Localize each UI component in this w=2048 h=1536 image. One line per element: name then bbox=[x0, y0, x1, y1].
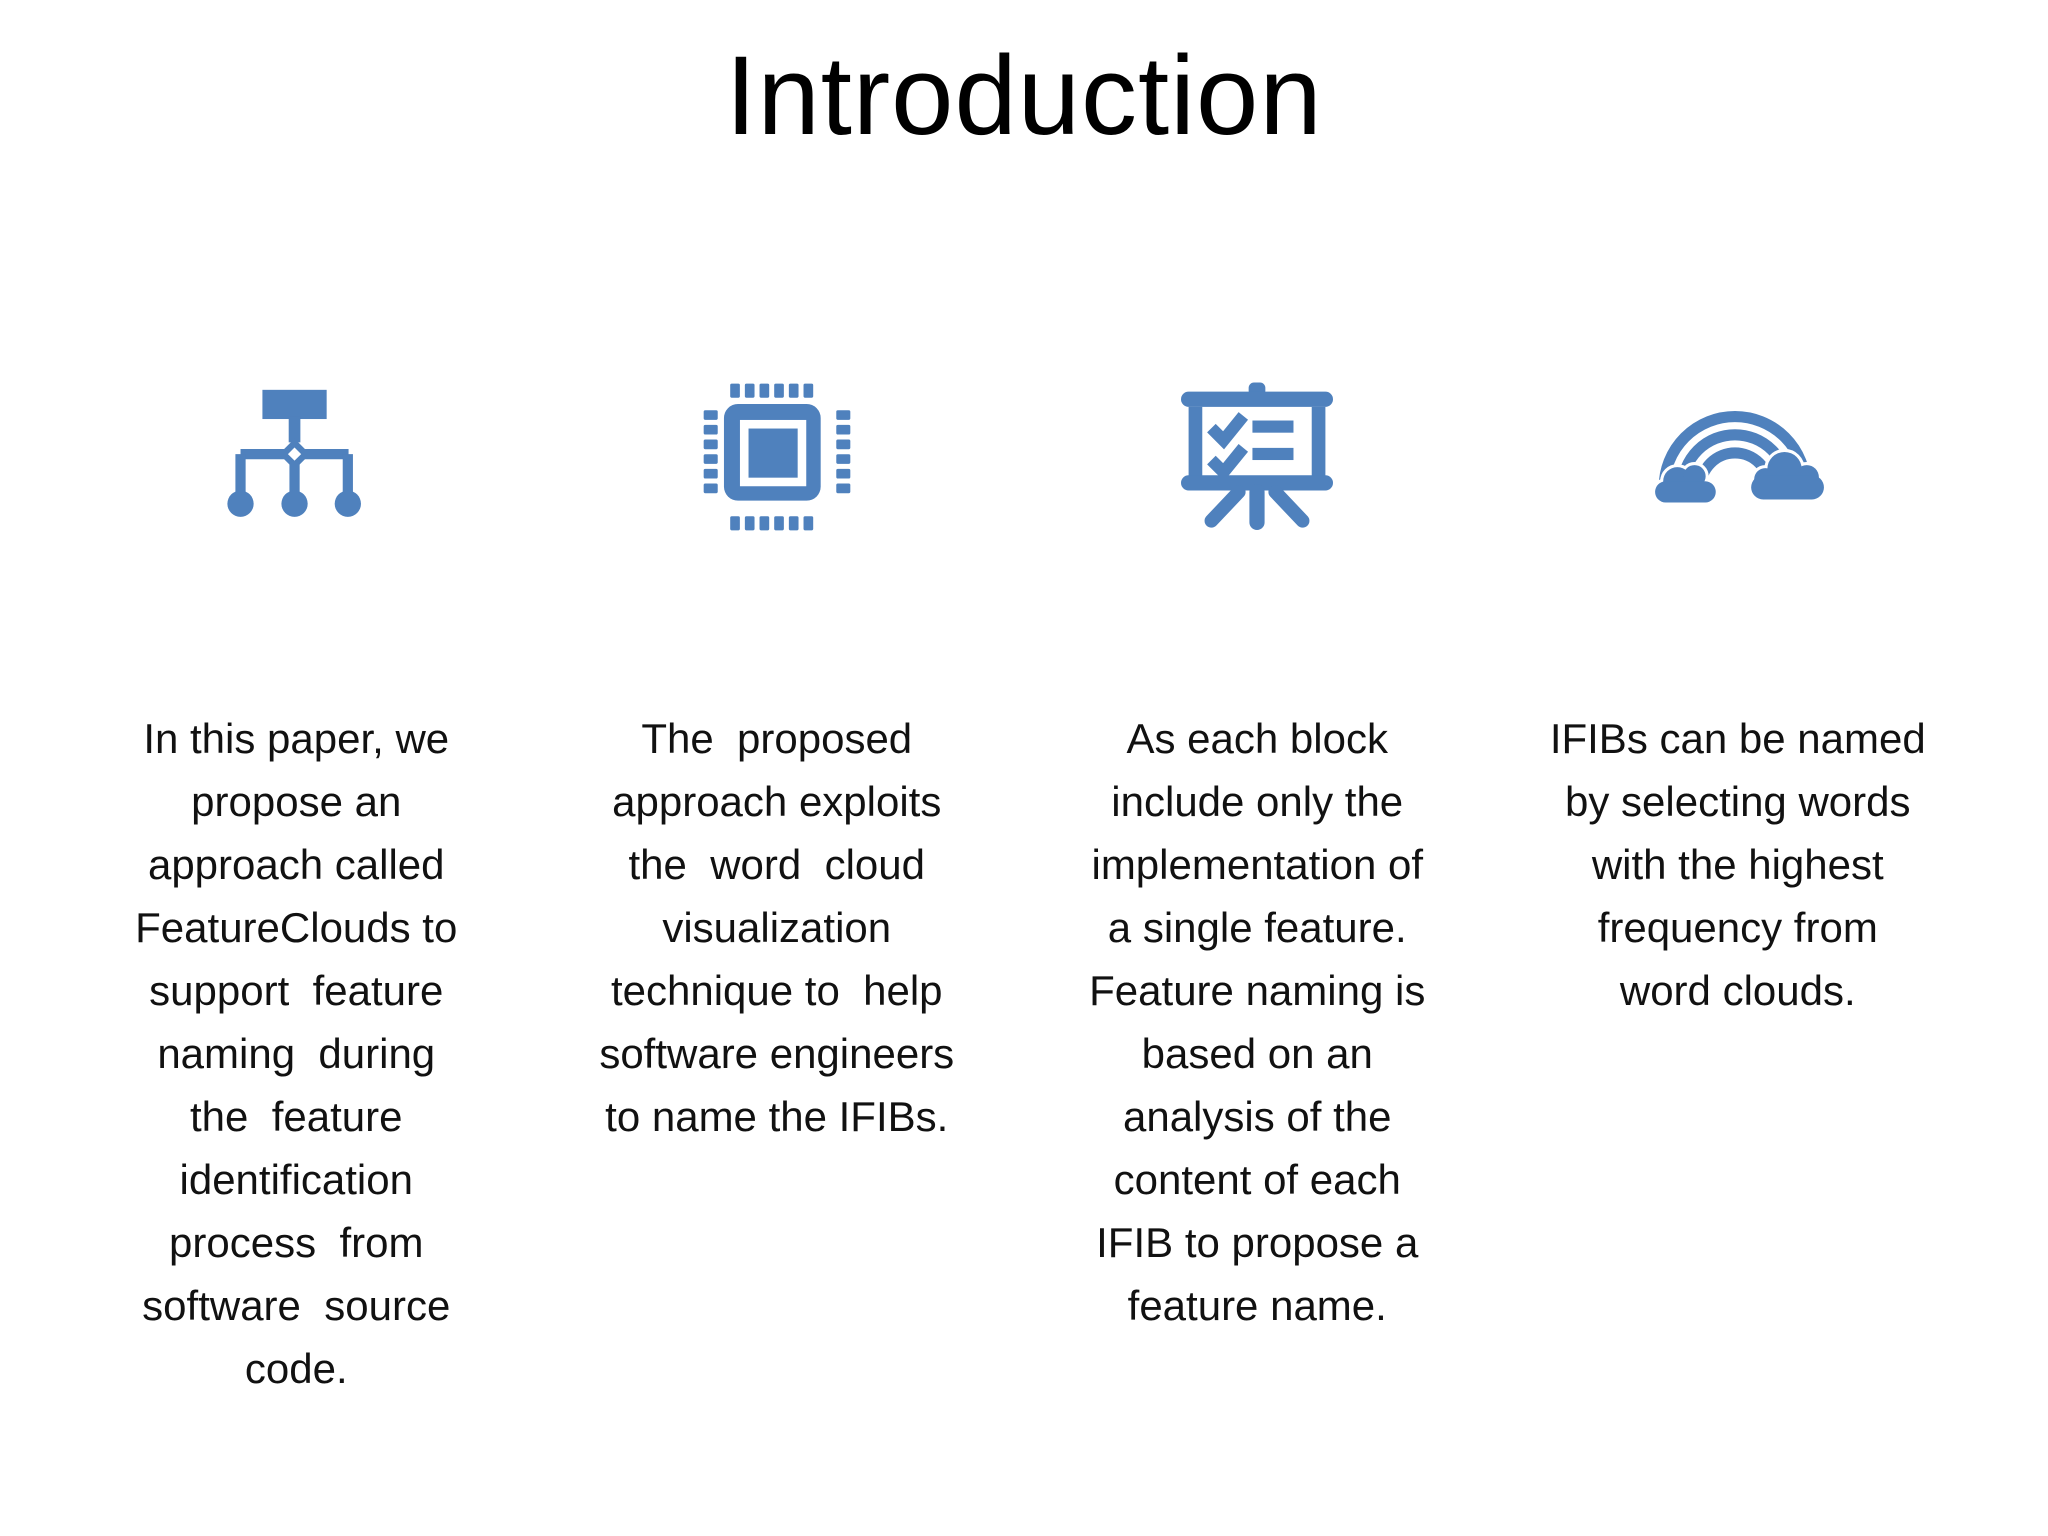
column-technique: The proposed approach exploits the word … bbox=[537, 381, 1018, 1400]
column-technique-text: The proposed approach exploits the word … bbox=[599, 715, 955, 1140]
column-analysis: As each block include only the implement… bbox=[1017, 381, 1498, 1400]
column-naming: IFIBs can be named by selecting words wi… bbox=[1498, 381, 1979, 1400]
slide-title: Introduction bbox=[725, 33, 1323, 158]
cpu-chip-icon-svg bbox=[703, 383, 851, 531]
column-naming-text: IFIBs can be named by selecting words wi… bbox=[1549, 715, 1926, 1014]
content-columns: In this paper, we propose an approach ca… bbox=[0, 381, 2048, 1400]
column-approach: In this paper, we propose an approach ca… bbox=[56, 381, 537, 1400]
cpu-chip-icon bbox=[699, 381, 855, 533]
column-approach-text: In this paper, we propose an approach ca… bbox=[135, 715, 458, 1392]
presentation-checklist-icon-svg bbox=[1181, 382, 1334, 530]
rainbow-clouds-icon-svg bbox=[1651, 411, 1827, 506]
flowchart-hierarchy-icon-svg bbox=[227, 389, 362, 517]
flowchart-hierarchy-icon bbox=[223, 381, 369, 533]
column-analysis-text: As each block include only the implement… bbox=[1089, 715, 1426, 1329]
presentation-checklist-icon bbox=[1181, 381, 1334, 533]
rainbow-clouds-icon bbox=[1647, 381, 1829, 533]
